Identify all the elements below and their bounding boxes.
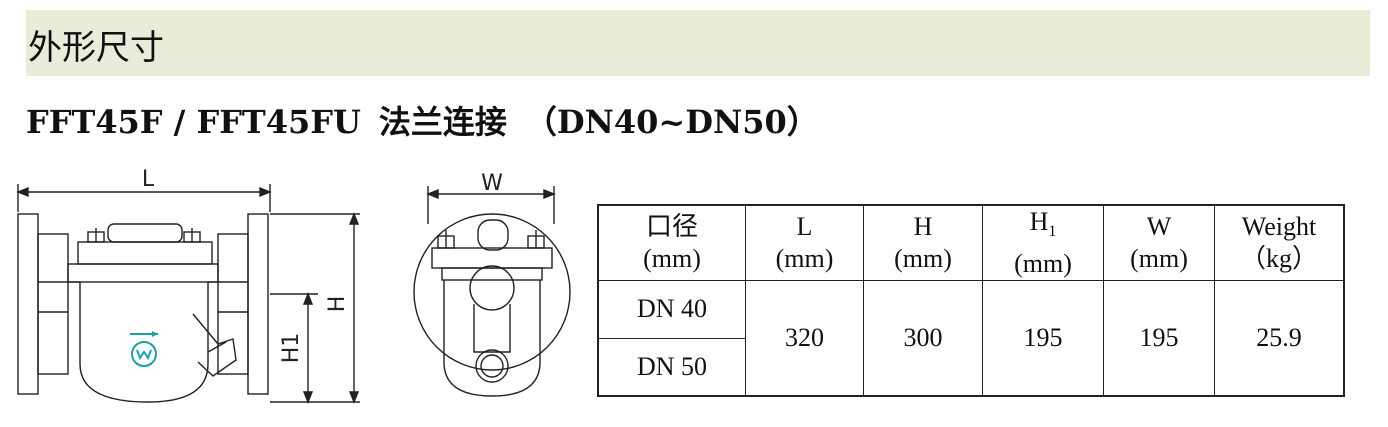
size-cell-dn40: DN 40 [597, 280, 746, 339]
product-range: （DN40~DN50） [524, 103, 819, 141]
header-h1: H1(mm) [982, 204, 1104, 282]
header-height: H(mm) [863, 204, 983, 282]
size-cell-dn50: DN 50 [597, 337, 746, 397]
h1-label: H1 [279, 333, 304, 364]
side-view-drawing: L H H1 [16, 167, 360, 404]
h1-value: 195 [982, 280, 1104, 397]
width-value: 195 [1103, 280, 1215, 397]
product-connection: 法兰连接 [378, 103, 507, 141]
table-row: DN 40 320 300 195 195 25.9 [597, 280, 1345, 397]
section-header-bar [26, 10, 1370, 76]
height-label: H [325, 296, 350, 313]
length-label: L [142, 167, 155, 192]
section-title: 外形尺寸 [28, 28, 164, 68]
header-length: L(mm) [745, 204, 864, 282]
header-size: 口径(mm) [597, 204, 746, 282]
weight-value: 25.9 [1214, 280, 1345, 397]
header-weight: Weight（kg） [1214, 204, 1345, 282]
width-label: W [481, 171, 503, 196]
front-view-drawing: W [413, 171, 571, 397]
product-heading: FFT45F / FFT45FU 法兰连接 （DN40~DN50） [26, 100, 819, 144]
length-value: 320 [745, 280, 864, 397]
table-header-row: 口径(mm) L(mm) H(mm) H1(mm) W(mm) Weight（k… [597, 204, 1345, 282]
dimensions-table: 口径(mm) L(mm) H(mm) H1(mm) W(mm) Weight（k… [597, 204, 1345, 398]
table-row: DN 50 [597, 337, 1344, 397]
product-model: FFT45F / FFT45FU [26, 103, 361, 141]
height-value: 300 [863, 280, 983, 397]
brand-logo-icon [130, 331, 158, 367]
header-width: W(mm) [1103, 204, 1215, 282]
